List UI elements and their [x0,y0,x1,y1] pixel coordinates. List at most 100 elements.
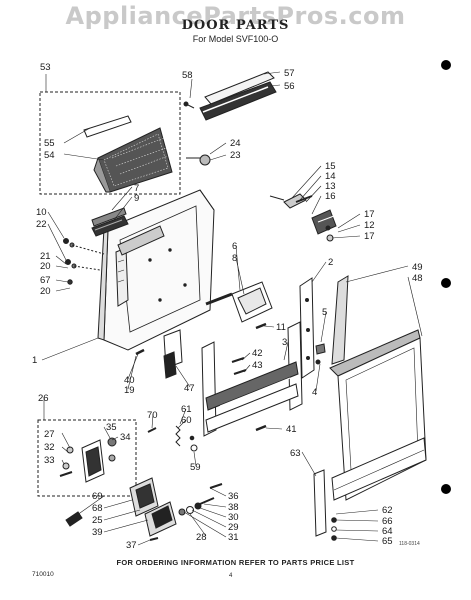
callout-c31: 31 [228,532,239,543]
callout-c60: 60 [181,415,192,426]
callout-c37: 37 [126,540,137,551]
callout-c49: 49 [412,262,423,273]
callout-c62: 62 [382,505,393,516]
part-hinge-bracket [269,193,337,242]
part-screw-58 [183,101,195,109]
callout-c21: 21 [40,251,51,262]
callout-c57: 57 [284,68,295,79]
callout-c59: 59 [190,462,201,473]
binder-hole-top [441,60,451,70]
callout-c13: 13 [325,181,336,192]
part-bolt-stack [178,483,223,516]
callout-c68: 68 [92,503,103,514]
callout-c20a: 20 [40,261,51,272]
callout-c28: 28 [196,532,207,543]
callout-c40: 40 [124,375,135,386]
callout-c55: 55 [44,138,55,149]
part-detergent-cup [91,207,129,237]
part-dispenser-grid [93,127,173,193]
callout-c61: 61 [181,404,192,415]
ordering-note: FOR ORDERING INFORMATION REFER TO PARTS … [116,558,355,567]
part-top-trim-strip [199,71,277,121]
part-spring-60 [175,425,198,452]
callout-c64: 64 [382,526,393,537]
part-bracket-69 [65,511,83,527]
callout-c67: 67 [40,275,51,286]
part-screw-11 [255,322,267,330]
callout-c5: 5 [322,307,327,318]
diagram-title: DOOR PARTS [181,18,290,33]
part-bottom-trim [313,437,427,541]
callout-c33: 33 [44,455,55,466]
callout-c54: 54 [44,150,55,161]
callout-c34: 34 [120,432,131,443]
callout-c16: 16 [325,191,336,202]
callout-c47: 47 [184,383,195,394]
part-bracket-47 [163,329,183,379]
callout-c8: 8 [232,253,237,264]
part-knob-23 [186,154,211,166]
callout-c32: 32 [44,442,55,453]
callout-c65: 65 [382,536,393,547]
callout-c20b: 20 [40,286,51,297]
document-code: 710010 [32,571,54,578]
callout-c35: 35 [106,422,117,433]
callout-c23: 23 [230,150,241,161]
callout-c42: 42 [252,348,263,359]
part-screw-41 [255,424,267,432]
callout-c27: 27 [44,429,55,440]
part-latch-assembly [59,437,117,483]
callout-c1: 1 [32,355,37,366]
callout-c11: 11 [276,322,286,333]
callout-c9: 9 [134,193,139,204]
part-pin-70 [147,427,157,433]
part-door-handle [205,281,273,323]
part-side-strip [299,277,315,379]
callout-c6: 6 [232,241,237,252]
part-bottom-frame [201,321,303,437]
callout-c58: 58 [182,70,193,81]
callout-c63: 63 [290,448,301,459]
part-inner-door-panel [97,189,215,351]
diagram-subtitle: For Model SVF100-O [192,34,279,44]
callout-c3: 3 [282,337,287,348]
callout-c70: 70 [147,410,158,421]
callout-c7: 7 [134,183,139,194]
part-clip [315,343,326,365]
callout-c29: 29 [228,522,239,533]
part-keeper-25 [129,477,177,537]
callout-c66: 66 [382,516,393,527]
leader-lines [41,71,423,546]
callout-c15: 15 [325,161,336,172]
callout-c26: 26 [38,393,49,404]
callout-c38: 38 [228,502,239,513]
callout-c14: 14 [325,171,336,182]
callout-c12: 12 [364,220,375,231]
callout-c69: 69 [92,491,103,502]
binder-hole-middle [441,278,451,288]
callout-c56: 56 [284,81,295,92]
part-screw-40 [135,348,145,356]
binder-hole-bottom [441,484,451,494]
callout-c39: 39 [92,527,103,538]
callout-c53: 53 [40,62,51,73]
callout-c4: 4 [312,387,317,398]
callout-c22: 22 [36,219,47,230]
callout-c10: 10 [36,207,47,218]
callout-c2: 2 [328,257,333,268]
callout-c24: 24 [230,138,241,149]
part-dispenser-bar [83,115,132,138]
group-box-latch [37,419,137,497]
part-left-bolts [63,238,105,285]
part-screws-42-43 [231,357,247,375]
callout-c17a: 17 [364,209,375,220]
callout-c43: 43 [252,360,263,371]
drawing-code: 118-0314 [399,541,420,547]
watermark-text: AppliancePartsPros.com [65,2,406,30]
callout-c48: 48 [412,273,423,284]
callout-c36: 36 [228,491,239,502]
callout-c30: 30 [228,512,239,523]
page-number: 4 [229,573,233,579]
callout-c17b: 17 [364,231,375,242]
